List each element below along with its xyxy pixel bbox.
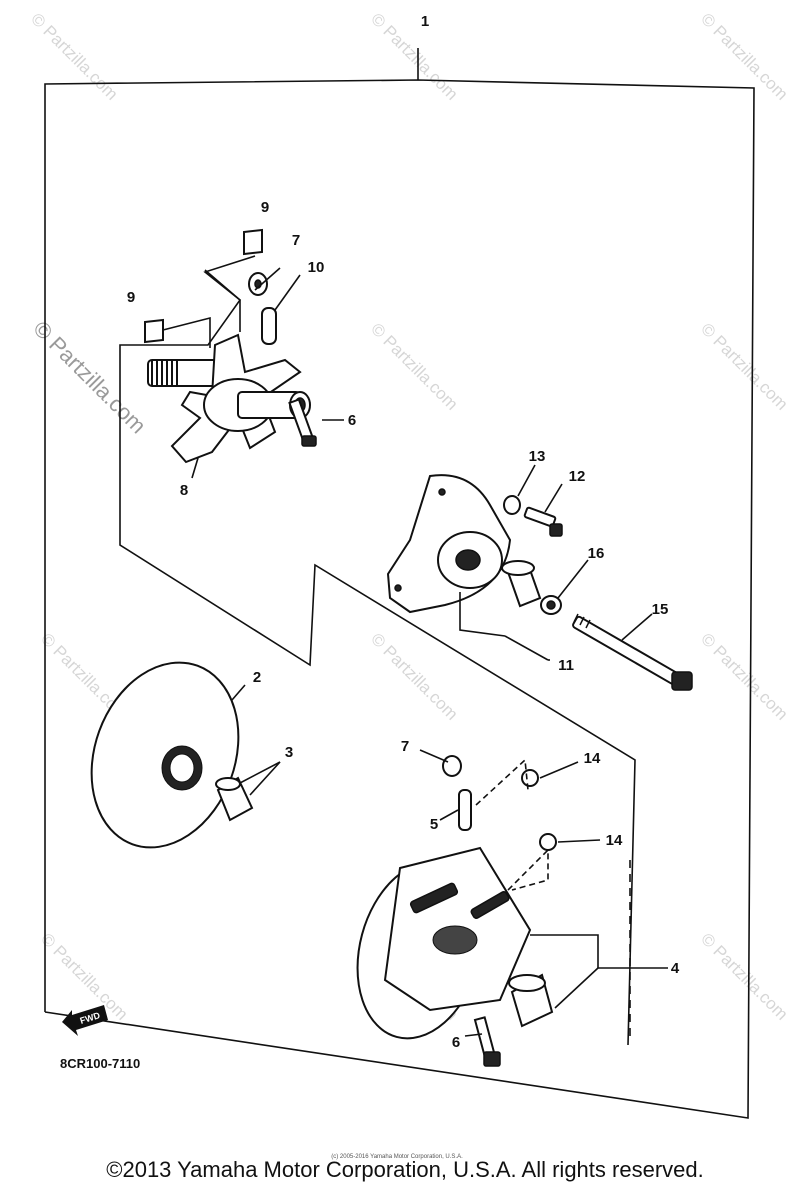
callout-14-lower: 14 [606,832,623,849]
fwd-arrow-icon: FWD [62,1005,108,1036]
callout-6-lower: 6 [452,1034,460,1051]
figure-code: 8CR100-7110 [60,1056,140,1071]
part-3-collar [215,776,254,822]
part-7-washer-lower [442,755,462,777]
part-12-bolt [523,506,557,528]
callout-top-ref: 1 [421,13,429,30]
watermark: © Partzilla.com [367,9,461,103]
callout-9-top: 9 [261,199,269,216]
callout-14-upper: 14 [584,750,601,767]
part-13-washer [503,495,521,515]
leader-lines [191,267,668,1037]
callout-11: 11 [558,657,574,674]
part-6-bolt-lower [473,1016,501,1067]
callout-13: 13 [529,448,546,465]
watermark: © Partzilla.com [367,629,461,723]
callout-7-top: 7 [292,232,300,249]
part-4-movable-sheave [356,846,532,1040]
part-15-long-bolt [572,613,693,691]
watermark: © Partzilla.com [697,319,791,413]
tiny-copyright-notice: (c) 2005-2016 Yamaha Motor Corporation, … [331,1154,463,1160]
callout-4: 4 [671,960,680,977]
part-14-washer-lower [539,833,557,851]
watermark: © Partzilla.com [697,929,791,1023]
assembly-frame [44,48,755,1119]
callout-8: 8 [180,482,188,499]
part-10-pin [261,307,277,345]
part-5-pin [458,789,472,831]
callout-16: 16 [588,545,605,562]
spider-assembly [147,333,317,464]
part-9-slider-left [144,318,164,344]
watermark: © Partzilla.com [697,9,791,103]
callout-2: 2 [253,669,261,686]
watermark: © Partzilla.com [367,319,461,413]
callout-15: 15 [652,601,669,618]
callout-7-lower: 7 [401,738,409,755]
watermark-prominent: © Partzilla.com [28,316,151,439]
callout-12: 12 [569,468,586,485]
part-9-slider-top [243,228,263,256]
copyright-footer: ©2013 Yamaha Motor Corporation, U.S.A. A… [106,1157,704,1182]
callout-5: 5 [430,816,438,833]
callout-10: 10 [308,259,325,276]
callout-6-top: 6 [348,412,356,429]
part-14-washer-upper [521,769,539,787]
cover-plate-assembly [386,474,512,614]
part-4-bushing [508,973,554,1028]
sub-assembly-boundary [119,269,636,1046]
callout-3: 3 [285,744,293,761]
watermark: © Partzilla.com [27,9,121,103]
callout-9-left: 9 [127,289,135,306]
watermark: © Partzilla.com [697,629,791,723]
watermark: © Partzilla.com [37,929,131,1023]
